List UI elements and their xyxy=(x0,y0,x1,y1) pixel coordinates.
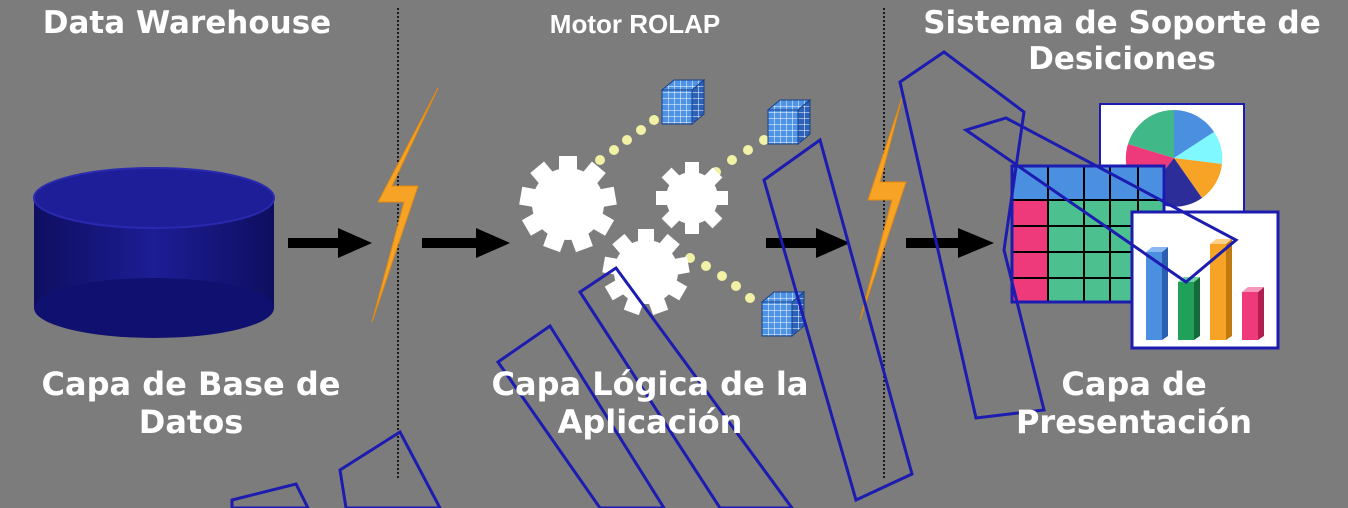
arrow-icon xyxy=(906,228,994,258)
arrow-icon xyxy=(766,228,850,258)
heading-motor-rolap: Motor ROLAP xyxy=(549,9,721,39)
label-capa-presentacion: Capa de Presentación xyxy=(1015,365,1253,441)
gear-icon xyxy=(519,156,617,253)
arrow-icon xyxy=(422,228,510,258)
lightning-icon xyxy=(859,97,907,321)
gear-icon xyxy=(656,162,728,234)
cube-icon xyxy=(767,99,811,145)
arrow-icon xyxy=(288,228,372,258)
heading-sistema-soporte: Sistema de Soporte de Desiciones xyxy=(923,5,1321,77)
lightning-icon xyxy=(371,87,439,323)
decorative-outline-shapes xyxy=(230,50,1239,508)
database-icon xyxy=(33,167,275,338)
heading-data-warehouse: Data Warehouse xyxy=(42,5,332,41)
gear-icon xyxy=(602,229,690,316)
label-capa-base-datos: Capa de Base de Datos xyxy=(41,365,341,441)
bar-chart-icon xyxy=(1130,210,1280,350)
label-capa-logica: Capa Lógica de la Aplicación xyxy=(491,365,809,441)
cube-icon xyxy=(661,79,705,125)
